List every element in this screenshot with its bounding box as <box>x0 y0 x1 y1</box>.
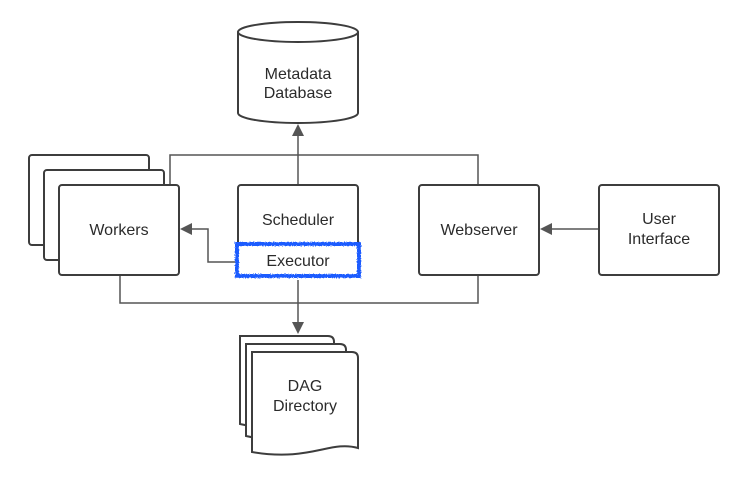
user-interface-node: User Interface <box>598 184 720 276</box>
dag-directory-label-line1: DAG <box>288 378 323 395</box>
dag-document-front <box>251 351 359 456</box>
executor-highlight <box>235 242 361 278</box>
scheduler-label: Scheduler <box>262 212 335 229</box>
webserver-node: Webserver <box>418 184 540 276</box>
scheduler-node: Scheduler Executor <box>235 184 361 278</box>
webserver-box <box>418 184 540 276</box>
workers-box <box>58 184 180 276</box>
webserver-arrowhead <box>540 223 552 235</box>
workers-arrowhead <box>180 223 192 235</box>
metadata-database-label-line2: Database <box>264 85 333 102</box>
database-icon <box>237 21 359 124</box>
metadata-database-node: Metadata Database <box>237 21 359 124</box>
user-interface-label-line2: Interface <box>628 231 690 248</box>
connectors <box>119 124 598 334</box>
workers-label: Workers <box>89 222 148 239</box>
executor-to-workers-line <box>192 228 240 263</box>
dag-directory-label-line2: Directory <box>273 398 337 415</box>
user-interface-label-line1: User <box>642 211 676 228</box>
user-interface-box <box>598 184 720 276</box>
executor-label: Executor <box>266 253 330 270</box>
workers-node: Workers <box>28 154 180 276</box>
bottom-bus-line <box>119 272 479 304</box>
top-bus-line <box>169 154 479 186</box>
dag-arrowhead <box>292 322 304 334</box>
webserver-label: Webserver <box>440 222 518 239</box>
database-top-rim <box>237 31 359 43</box>
metadata-database-label-line1: Metadata <box>265 66 332 83</box>
database-arrowhead <box>292 124 304 136</box>
dag-directory-node: DAG Directory <box>239 335 359 456</box>
